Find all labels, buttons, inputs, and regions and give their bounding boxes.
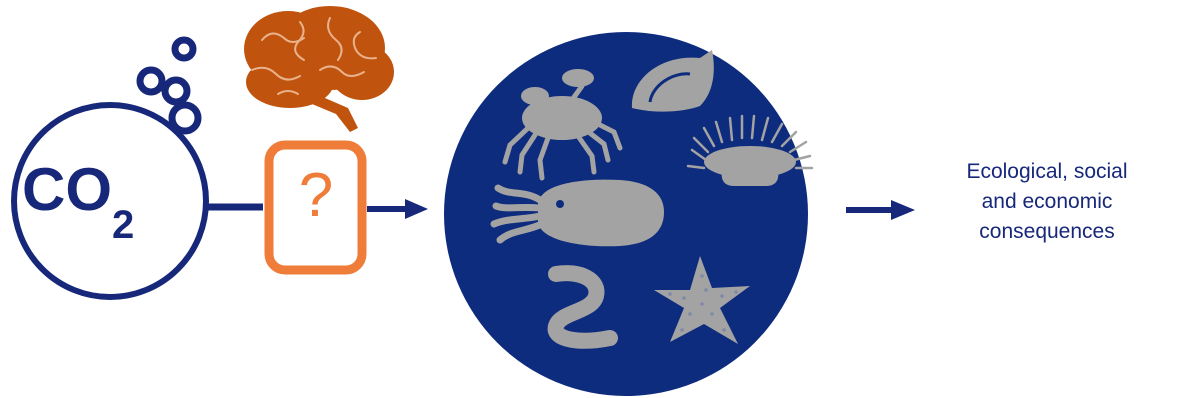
consequences-line-3: consequences: [922, 217, 1172, 247]
co2-subscript: 2: [112, 203, 134, 247]
brain-icon: [244, 6, 394, 132]
arrow-to-ocean-head: [405, 199, 428, 219]
consequences-line-2: and economic: [922, 187, 1172, 217]
co2-label: CO2: [22, 160, 202, 227]
co2-main-text: CO: [22, 156, 112, 223]
consequences-line-1: Ecological, social: [922, 157, 1172, 187]
question-mark: ?: [268, 156, 364, 236]
consequences-label: Ecological, social and economic conseque…: [922, 157, 1172, 247]
arrow-to-consequences-head: [891, 200, 915, 220]
